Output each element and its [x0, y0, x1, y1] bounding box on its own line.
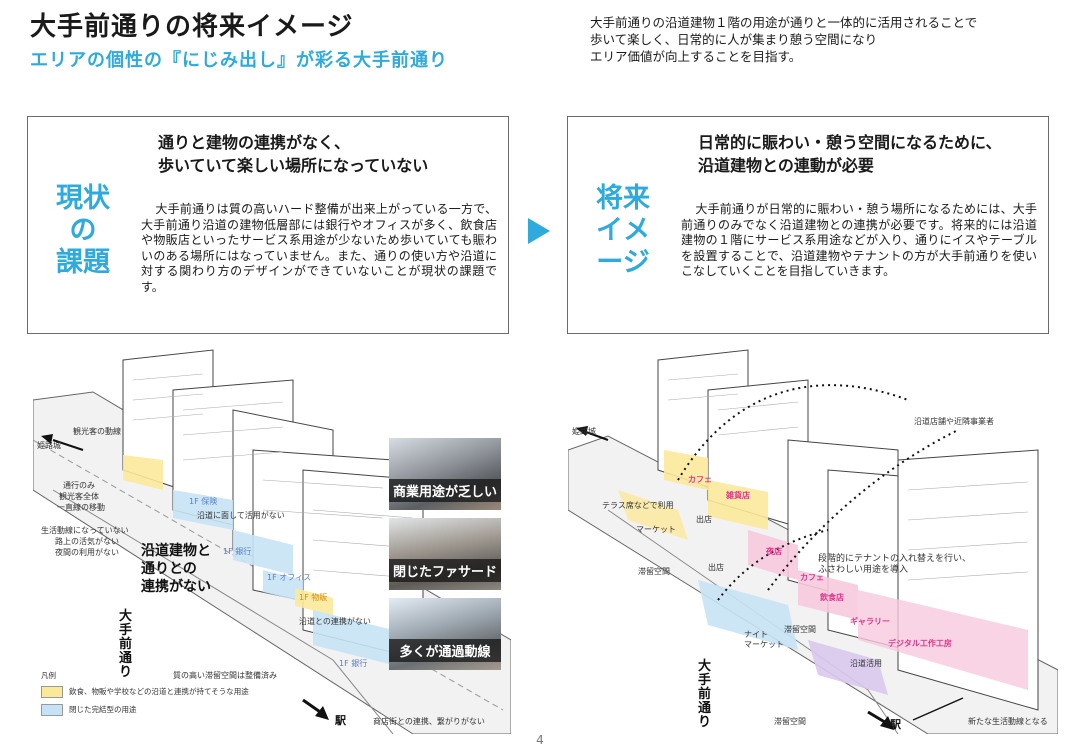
label-stay-space: 質の高い滞留空間は整備済み: [173, 671, 277, 680]
label-cafe-b: カフェ: [800, 573, 824, 582]
label-gallery: ギャラリー: [850, 617, 890, 626]
label-himeji: 姫路城: [572, 427, 596, 436]
photo-caption: 閉じたファサード: [389, 559, 501, 582]
future-image-sketch: 姫路城 沿道店舗や近隣事業者 カフェ テラス席などで利用 マーケット 夜店 滞留…: [568, 340, 1058, 734]
label-line: ージ: [596, 247, 650, 278]
current-issues-body: 大手前通りは質の高いハード整備が出来上がっている一方で、大手前通り沿道の建物低層…: [141, 202, 497, 294]
label-himeji: 姫路城: [37, 441, 61, 450]
label-no-relation: 沿道に面して活用がない: [197, 511, 285, 520]
label-tenant-note: 段階的にテナントの入れ替えを行い、 ふさわしい用途を導入: [818, 554, 972, 575]
intro-line: エリア価値が向上することを目指す。: [590, 49, 802, 64]
label-tourist-flow: 観光客の動線: [73, 427, 121, 436]
legend-yellow: 飲食、物販や学校などの沿道と連携が持てそうな用途: [41, 686, 249, 698]
legend-blue: 閉じた完結型の用途: [41, 704, 137, 716]
label-no-connection: 沿道との連携がない: [299, 617, 371, 626]
street-name-label: 大 手 前 通 り: [698, 659, 712, 730]
label-1f-insurance: 1F 保険: [189, 497, 218, 506]
label-new-node: 新たな生活動線となる: [968, 717, 1048, 726]
label-line: 現状: [56, 183, 110, 214]
label-line: の: [69, 215, 97, 246]
label-1f-shop: 1F 物販: [299, 593, 328, 602]
label-restaurant: 飲食店: [820, 593, 844, 602]
label-one-way: 一直線の移動: [57, 503, 105, 512]
future-image-drawing: [568, 349, 1058, 734]
intro-text: 大手前通りの沿道建物１階の用途が通りと一体的に活用されることで 歩いて楽しく、日…: [590, 14, 977, 65]
page-title: 大手前通りの将来イメージ: [30, 12, 354, 42]
photo-closed-facade: 閉じたファサード: [389, 518, 501, 590]
legend-swatch-blue: [41, 704, 63, 716]
label-tourists-all: 観光客全体: [59, 492, 99, 501]
label-market-a: マーケット: [636, 525, 676, 534]
legend-title: 凡例: [41, 671, 56, 680]
label-zakka: 雑貨店: [726, 491, 750, 500]
legend-text: 飲食、物販や学校などの沿道と連携が持てそうな用途: [69, 687, 249, 696]
label-stay-bottom: 滞留空間: [774, 717, 806, 726]
page-number: 4: [536, 733, 544, 747]
label-night-market: ナイト マーケット: [744, 630, 784, 649]
intro-line: 大手前通りの沿道建物１階の用途が通りと一体的に活用されることで: [590, 15, 978, 30]
label-cafe-a: カフェ: [688, 475, 712, 484]
label-digital: デジタル工作工房: [888, 639, 952, 648]
label-no-pleasure: 路上の活気がない: [55, 537, 119, 546]
label-station: 駅: [890, 718, 901, 731]
label-yomise: 夜店: [766, 547, 782, 556]
heading-line: 通りと建物の連携がなく、: [158, 133, 351, 152]
photo-caption: 商業用途が乏しい: [389, 479, 501, 502]
label-no-night: 夜間の利用がない: [55, 548, 119, 557]
future-image-body: 大手前通りが日常的に賑わい・憩う場所になるためには、大手前通りのみでなく沿道建物…: [681, 202, 1037, 278]
label-exit-b: 出店: [696, 515, 712, 524]
label-shopping-street: 商店街との連携、繋がりがない: [373, 717, 485, 726]
label-vendors: 沿道店舗や近隣事業者: [914, 417, 994, 426]
label-line: 課題: [56, 247, 110, 278]
current-state-sketch: 姫路城 観光客の動線 通行のみ 観光客全体 一直線の移動 生活動線になっていない…: [33, 340, 511, 734]
street-name-label: 大 手 前 通 り: [119, 609, 133, 680]
heading-line: 歩いていて楽しい場所になっていない: [158, 156, 429, 175]
legend-text: 閉じた完結型の用途: [69, 705, 137, 714]
heading-line: 沿道建物との連動が必要: [698, 156, 874, 175]
current-issues-label: 現状 の 課題: [42, 183, 124, 279]
label-open-air: テラス席などで利用: [602, 501, 674, 510]
label-line: 将来: [596, 183, 650, 214]
main-callout: 沿道建物と 通りとの 連携がない: [141, 543, 211, 595]
label-stay-area: 滞留空間: [784, 625, 816, 634]
photo-through-traffic: 多くが通過動線: [389, 598, 501, 670]
label-no-life-flow: 生活動線になっていない: [41, 526, 129, 535]
current-issues-box: 現状 の 課題 通りと建物の連携がなく、 歩いていて楽しい場所になっていない 大…: [27, 116, 509, 334]
photo-commercial: 商業用途が乏しい: [389, 438, 501, 510]
current-issues-heading: 通りと建物の連携がなく、 歩いていて楽しい場所になっていない: [158, 131, 428, 177]
future-image-label: 将来 イメ ージ: [582, 183, 664, 279]
label-1f-bank-a: 1F 銀行: [223, 547, 252, 556]
heading-line: 日常的に賑わい・憩う空間になるために、: [698, 133, 1002, 152]
label-roadside: 沿道活用: [850, 659, 882, 668]
label-1f-bank-b: 1F 銀行: [339, 659, 368, 668]
label-line: イメ: [596, 215, 650, 246]
label-station: 駅: [335, 714, 346, 727]
label-exit-a: 出店: [708, 563, 724, 572]
future-image-heading: 日常的に賑わい・憩う空間になるために、 沿道建物との連動が必要: [698, 131, 1002, 177]
label-shared-space: 滞留空間: [638, 567, 670, 576]
photo-caption: 多くが通過動線: [389, 639, 501, 662]
label-only-passing: 通行のみ: [63, 481, 95, 490]
legend-swatch-yellow: [41, 686, 63, 698]
intro-line: 歩いて楽しく、日常的に人が集まり憩う空間になり: [590, 32, 878, 47]
future-image-box: 将来 イメ ージ 日常的に賑わい・憩う空間になるために、 沿道建物との連動が必要…: [567, 116, 1049, 334]
label-1f-office: 1F オフィス: [267, 573, 312, 582]
transition-arrow-icon: [528, 218, 550, 244]
page-subtitle: エリアの個性の『にじみ出し』が彩る大手前通り: [30, 50, 448, 71]
